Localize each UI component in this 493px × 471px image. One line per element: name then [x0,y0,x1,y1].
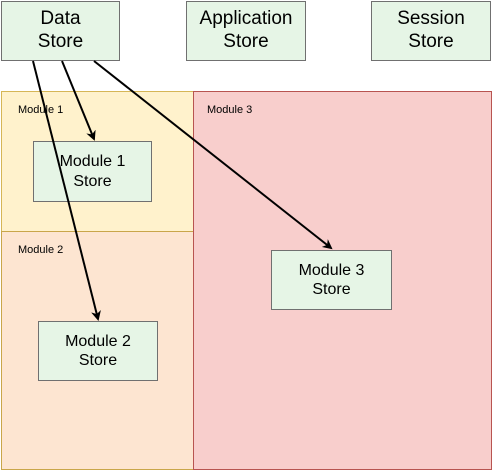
application-store-box[interactable]: Application Store [186,1,306,61]
session-store-box[interactable]: Session Store [371,1,491,61]
arrow-data-to-module-3 [93,60,333,250]
data-store-box[interactable]: Data Store [1,1,120,61]
module-1-label: Module 1 [18,104,64,116]
arrow-data-to-module-1 [61,60,96,141]
module-2-label: Module 2 [18,244,64,256]
module-2-store-box[interactable]: Module 2 Store [38,321,158,381]
arrow-data-to-module-2 [32,60,101,321]
module-3-store-box[interactable]: Module 3 Store [271,250,392,310]
module-3-label: Module 3 [207,104,253,116]
module-1-store-box[interactable]: Module 1 Store [33,141,152,202]
